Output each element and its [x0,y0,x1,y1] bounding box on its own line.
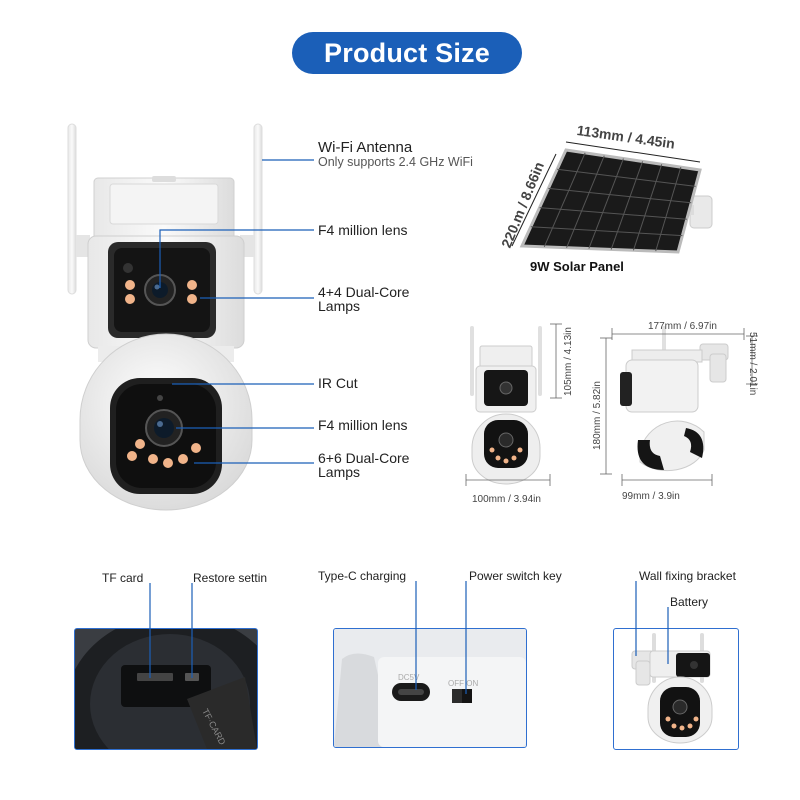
left-antenna [67,123,77,295]
tf-card-label: TF card [102,571,144,585]
ir-cut-label: IR Cut [318,375,358,391]
port-dc-text: DC5V [398,673,420,682]
front-width-dim: 100mm / 3.94in [472,494,541,505]
solar-panel-label: 9W Solar Panel [530,259,624,274]
charging-port-photo: DC5V OFF ON [333,628,527,748]
side-width-dim: 99mm / 3.9in [622,491,680,502]
lamps-top-label-1: 4+4 Dual-Core [318,284,410,300]
restore-label: Restore settin [193,571,268,585]
wall-bracket-label: Wall fixing bracket [639,569,736,583]
battery-label: Battery [670,595,709,609]
page-title: Product Size [292,32,522,74]
lens-top-label: F4 million lens [318,222,408,238]
power-switch-label: Power switch key [469,569,562,583]
wall-bracket-photo [613,628,739,750]
wifi-note-label: Only supports 2.4 GHz WiFi [318,155,473,169]
lamps-bottom-label-1: 6+6 Dual-Core [318,450,410,466]
lamps-bottom-label-2: Lamps [318,464,361,480]
lamps-top-label-2: Lamps [318,298,361,314]
lens-bottom-label: F4 million lens [318,417,408,433]
port-off-on-text: OFF ON [448,679,479,688]
wifi-antenna-label: Wi-Fi Antenna [318,139,413,156]
typec-label: Type-C charging [318,569,407,583]
side-top-width-dim: 177mm / 6.97in [648,321,717,332]
right-antenna [253,123,263,295]
tf-card-photo: TF·CARD [74,628,258,750]
